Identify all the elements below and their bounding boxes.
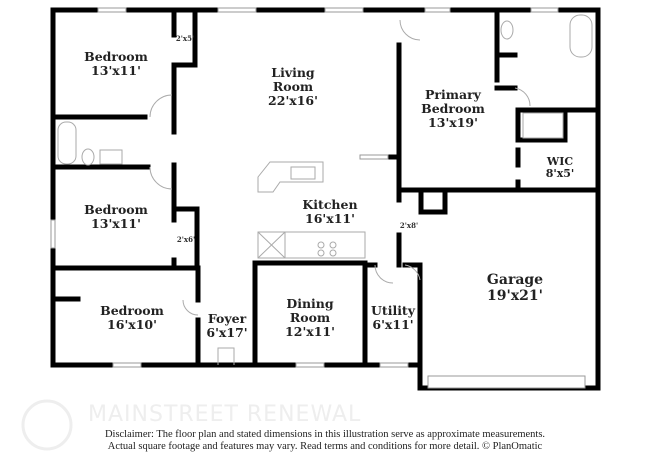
windows	[50, 7, 586, 389]
wall-closet2	[171, 206, 200, 271]
shower-icon	[522, 112, 564, 139]
wall-utility	[363, 262, 423, 391]
disclaimer: Disclaimer: The floor plan and stated di…	[0, 429, 650, 453]
fixtures	[57, 14, 593, 365]
kitchen-island	[257, 161, 324, 193]
closet-label-3: 2'x8'	[399, 221, 419, 230]
toilet-icon	[81, 148, 95, 166]
wall-closet1	[171, 7, 198, 68]
primary-tub-icon	[569, 14, 593, 58]
disclaimer-line-2: Actual square footage and features may v…	[107, 441, 543, 452]
wall-primary-bath	[494, 11, 601, 143]
walls	[50, 7, 601, 391]
kitchen-sink-icon	[290, 166, 316, 180]
kitchen-counter	[257, 231, 366, 259]
bathtub-icon	[57, 121, 77, 165]
watermark-logo	[21, 399, 73, 451]
disclaimer-line-1: Disclaimer: The floor plan and stated di…	[104, 429, 546, 440]
door-swings	[149, 19, 531, 365]
wall-dining	[252, 260, 368, 368]
wall-closet3	[418, 187, 448, 215]
sink-icon	[99, 149, 123, 165]
primary-toilet-icon	[500, 20, 514, 40]
closet-label-1: 2'x5'	[175, 34, 195, 43]
stove-icon	[317, 241, 337, 257]
closet-label-2: 2'x6'	[176, 235, 196, 244]
watermark-text: MAINSTREET RENEWAL	[88, 402, 362, 427]
